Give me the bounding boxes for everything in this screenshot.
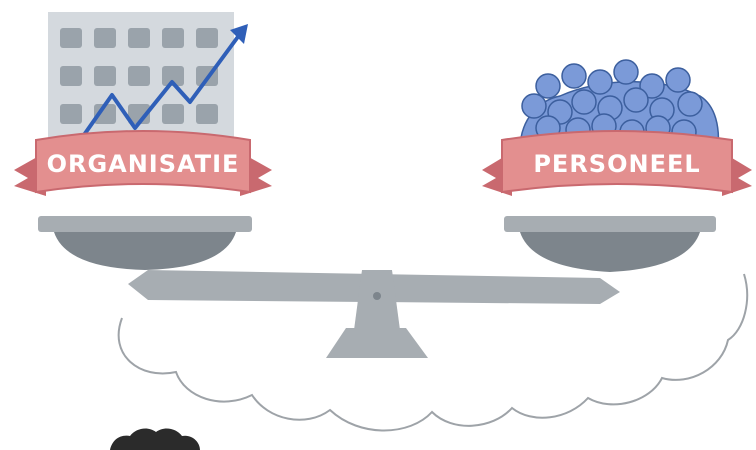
banner-label-organisatie: ORGANISATIE bbox=[47, 150, 240, 178]
scale-beam-and-stand bbox=[128, 270, 620, 358]
right-banner: PERSONEEL bbox=[482, 131, 752, 196]
banner-label-personeel: PERSONEEL bbox=[533, 150, 700, 178]
right-scale-pan bbox=[504, 216, 716, 272]
left-scale-pan bbox=[38, 216, 252, 270]
left-banner: ORGANISATIE bbox=[14, 131, 272, 196]
dark-blob bbox=[110, 429, 200, 450]
